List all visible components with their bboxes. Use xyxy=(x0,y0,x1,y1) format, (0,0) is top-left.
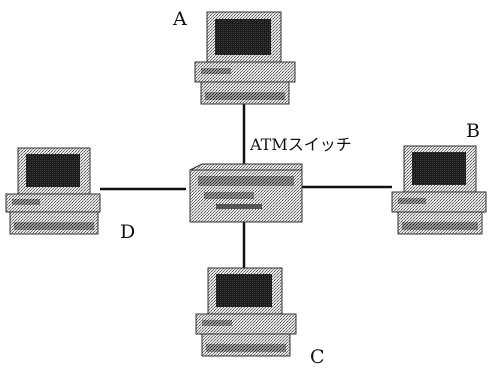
computer-c-icon xyxy=(196,268,296,356)
computer-a-icon xyxy=(195,12,295,104)
computer-d-icon xyxy=(6,148,100,234)
node-label-c: C xyxy=(310,348,325,367)
node-label-d: D xyxy=(120,223,135,242)
atm-switch-icon xyxy=(190,164,302,222)
node-label-a: A xyxy=(173,10,187,29)
computer-b-icon xyxy=(392,146,486,234)
atm-switch-label: ATMスイッチ xyxy=(250,137,352,153)
node-label-b: B xyxy=(466,122,480,141)
